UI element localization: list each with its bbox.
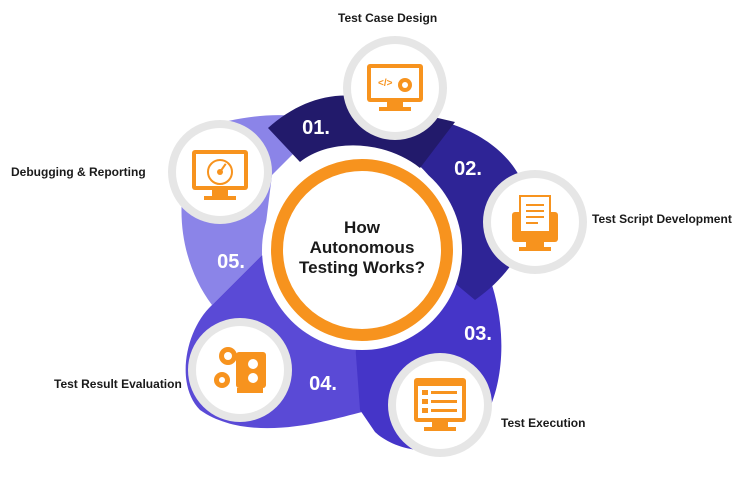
step-3-label: Test Execution bbox=[501, 416, 586, 430]
center-title-line-1: How bbox=[344, 218, 380, 237]
step-2-label: Test Script Development bbox=[592, 212, 732, 226]
browser-checklist-icon bbox=[414, 378, 466, 431]
center-title: How Autonomous Testing Works? bbox=[287, 218, 437, 278]
step-1-label: Test Case Design bbox=[338, 11, 438, 25]
svg-text:</>: </> bbox=[378, 78, 393, 89]
center-title-line-3: Testing Works? bbox=[299, 258, 425, 277]
gears-checklist-icon bbox=[214, 347, 266, 393]
step-1-number: 01. bbox=[302, 117, 330, 139]
step-3-number: 03. bbox=[464, 323, 492, 345]
monitor-code-gear-icon: </> bbox=[367, 64, 423, 111]
document-monitor-icon bbox=[512, 195, 558, 251]
step-5-number: 05. bbox=[217, 251, 245, 273]
step-2-number: 02. bbox=[454, 158, 482, 180]
step-4-label: Test Result Evaluation bbox=[54, 377, 182, 391]
center-hub bbox=[262, 150, 462, 350]
monitor-gauge-icon bbox=[192, 150, 248, 200]
center-title-line-2: Autonomous bbox=[309, 238, 415, 257]
step-4-number: 04. bbox=[309, 373, 337, 395]
step-5-label: Debugging & Reporting bbox=[11, 165, 146, 179]
